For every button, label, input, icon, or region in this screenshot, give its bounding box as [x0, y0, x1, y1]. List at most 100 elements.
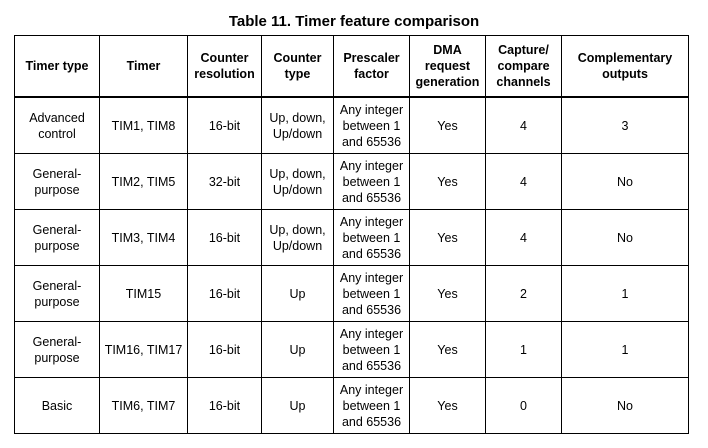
cell-text-line: purpose [34, 350, 80, 365]
cell-resolution: 16-bit [187, 377, 262, 434]
cell-text-line: TIM1, TIM8 [111, 118, 176, 133]
cell-text-line: factor [354, 67, 389, 81]
cell-text-line: Any integer [339, 102, 404, 117]
cell-text-line: between 1 [342, 230, 401, 245]
cell-channels: 2 [485, 265, 562, 322]
cell-dma: Yes [409, 209, 486, 266]
cell-text-line: Any integer [339, 382, 404, 397]
cell-text-line: TIM16, TIM17 [104, 342, 183, 357]
cell-timer: TIM15 [99, 265, 188, 322]
cell-text-line: 16-bit [208, 230, 241, 245]
header-timer: Timer [99, 35, 188, 98]
cell-text-line: between 1 [342, 118, 401, 133]
cell-text-line: General- [32, 278, 82, 293]
cell-text-line: generation [415, 75, 480, 89]
cell-timer-type: General-purpose [14, 209, 100, 266]
cell-complementary: 1 [561, 265, 689, 322]
cell-text-line: 4 [520, 174, 527, 189]
cell-counter-type: Up, down,Up/down [261, 96, 334, 154]
cell-text-line: 3 [621, 118, 629, 133]
cell-text-line: No [617, 174, 633, 189]
cell-timer-type: Basic [14, 377, 100, 434]
header-timer-type: Timer type [14, 35, 100, 98]
cell-text-line: 16-bit [208, 118, 241, 133]
cell-text-line: 16-bit [208, 342, 241, 357]
cell-text-line: and 65536 [341, 134, 402, 149]
cell-text-line: outputs [602, 67, 648, 81]
cell-text-line: 1 [621, 286, 629, 301]
cell-text-line: Capture/ [498, 43, 549, 57]
cell-text-line: 16-bit [208, 286, 241, 301]
cell-text-line: Timer [126, 59, 161, 73]
cell-text-line: TIM2, TIM5 [111, 174, 176, 189]
cell-text-line: 0 [520, 398, 527, 413]
cell-timer-type: General-purpose [14, 321, 100, 378]
cell-text-line: Up, down, [269, 166, 326, 181]
cell-complementary: 3 [561, 96, 689, 154]
cell-channels: 0 [485, 377, 562, 434]
cell-timer: TIM6, TIM7 [99, 377, 188, 434]
cell-text-line: type [284, 67, 311, 81]
cell-counter-type: Up, down,Up/down [261, 153, 334, 210]
cell-text-line: 32-bit [208, 174, 241, 189]
cell-channels: 4 [485, 96, 562, 154]
cell-complementary: 1 [561, 321, 689, 378]
cell-text-line: purpose [34, 294, 80, 309]
cell-text-line: Yes [437, 118, 458, 133]
cell-text-line: No [617, 398, 633, 413]
cell-dma: Yes [409, 96, 486, 154]
cell-timer: TIM3, TIM4 [99, 209, 188, 266]
cell-text-line: and 65536 [341, 358, 402, 373]
cell-timer-type: General-purpose [14, 265, 100, 322]
cell-timer: TIM2, TIM5 [99, 153, 188, 210]
cell-text-line: and 65536 [341, 190, 402, 205]
cell-dma: Yes [409, 321, 486, 378]
cell-channels: 4 [485, 153, 562, 210]
cell-text-line: and 65536 [341, 302, 402, 317]
cell-text-line: Any integer [339, 270, 404, 285]
cell-text-line: Up [289, 286, 306, 301]
cell-text-line: 4 [520, 230, 527, 245]
cell-text-line: Any integer [339, 214, 404, 229]
cell-text-line: purpose [34, 238, 80, 253]
cell-resolution: 16-bit [187, 265, 262, 322]
cell-text-line: Counter [273, 51, 322, 65]
cell-counter-type: Up [261, 265, 334, 322]
cell-counter-type: Up, down,Up/down [261, 209, 334, 266]
cell-text-line: No [617, 230, 633, 245]
cell-text-line: Complementary [577, 51, 673, 65]
cell-text-line: Up, down, [269, 222, 326, 237]
cell-text-line: Basic [41, 398, 73, 413]
cell-text-line: TIM3, TIM4 [111, 230, 176, 245]
cell-dma: Yes [409, 153, 486, 210]
cell-text-line: compare [497, 59, 550, 73]
cell-text-line: Up [289, 398, 306, 413]
cell-text-line: Yes [437, 230, 458, 245]
cell-text-line: 2 [520, 286, 527, 301]
cell-timer-type: General-purpose [14, 153, 100, 210]
cell-text-line: General- [32, 166, 82, 181]
cell-complementary: No [561, 209, 689, 266]
cell-resolution: 16-bit [187, 321, 262, 378]
cell-text-line: and 65536 [341, 246, 402, 261]
cell-text-line: Yes [437, 342, 458, 357]
cell-text-line: Yes [437, 286, 458, 301]
table-row: General-purpose TIM16, TIM17 16-bit Up A… [14, 321, 689, 378]
cell-text-line: Up/down [272, 126, 323, 141]
cell-text-line: purpose [34, 182, 80, 197]
cell-text-line: 1 [520, 342, 527, 357]
cell-text-line: Up/down [272, 238, 323, 253]
header-complementary-outputs: Complementary outputs [561, 35, 689, 98]
cell-complementary: No [561, 153, 689, 210]
cell-channels: 4 [485, 209, 562, 266]
cell-text-line: 16-bit [208, 398, 241, 413]
cell-text-line: General- [32, 334, 82, 349]
table-row: General-purpose TIM15 16-bit Up Any inte… [14, 265, 689, 322]
